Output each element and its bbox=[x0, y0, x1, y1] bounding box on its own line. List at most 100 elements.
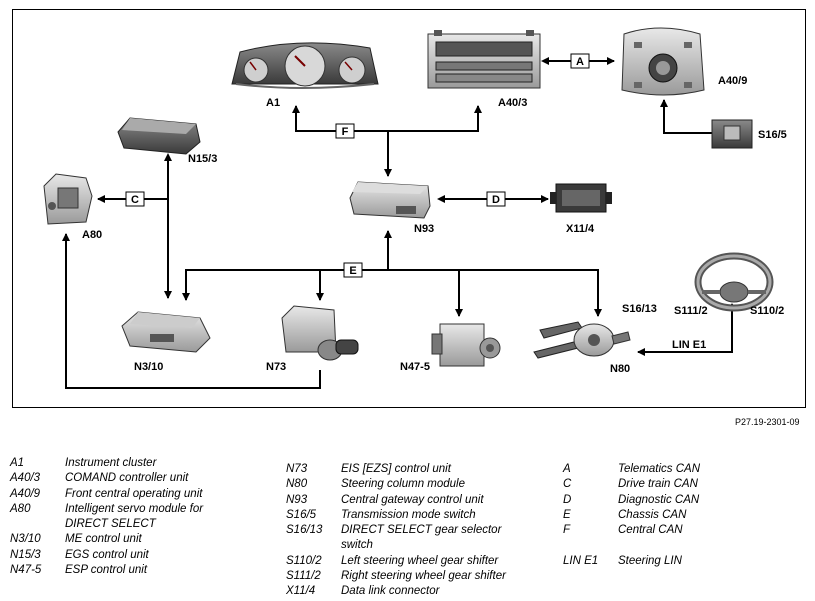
legend-description bbox=[618, 538, 738, 553]
bus-a-label: A bbox=[576, 56, 584, 68]
legend-row: DIRECT SELECT bbox=[10, 517, 270, 532]
legend-description: ME control unit bbox=[65, 533, 142, 546]
legend-row: N73 EIS [EZS] control unit bbox=[286, 462, 556, 477]
central-gateway-icon bbox=[349, 181, 431, 219]
legend-description: EGS control unit bbox=[65, 548, 149, 561]
legend-row: switch bbox=[286, 538, 556, 553]
legend-description: Transmission mode switch bbox=[341, 508, 476, 521]
legend-description: EIS [EZS] control unit bbox=[341, 463, 451, 475]
legend-code bbox=[286, 538, 341, 553]
egs-control-unit-icon bbox=[117, 117, 201, 155]
legend-code: LIN E1 bbox=[563, 554, 599, 567]
legend-description: Steering column module bbox=[341, 478, 466, 491]
s16-5-label: S16/5 bbox=[758, 129, 787, 141]
legend-row: S16/5 Transmission mode switch bbox=[286, 508, 556, 523]
legend-description: Drive train CAN bbox=[618, 478, 698, 491]
legend-code: A1 bbox=[10, 457, 25, 469]
legend-code: C bbox=[563, 478, 572, 491]
legend-code: S110/2 bbox=[286, 554, 322, 567]
legend-row: F Central CAN bbox=[563, 523, 763, 538]
a80-label: A80 bbox=[82, 229, 102, 241]
s16-5-link bbox=[663, 106, 712, 134]
bus-c-label: C bbox=[131, 194, 139, 206]
legend-description: switch bbox=[341, 539, 373, 552]
steering-wheel-icon bbox=[694, 252, 774, 312]
legend-code: N80 bbox=[286, 478, 308, 491]
bus-d-label: D bbox=[492, 194, 500, 206]
legend-description: Left steering wheel gear shifter bbox=[341, 554, 499, 567]
legend-description: Instrument cluster bbox=[65, 457, 157, 469]
me-control-unit-icon bbox=[121, 311, 211, 353]
legend-description: ESP control unit bbox=[65, 564, 148, 577]
lin-e1-line bbox=[646, 316, 733, 353]
legend-row: A1 Instrument cluster bbox=[10, 456, 270, 471]
legend-description: DIRECT SELECT gear selector bbox=[341, 524, 502, 537]
legend-row: N93 Central gateway control unit bbox=[286, 493, 556, 508]
legend-code: S16/13 bbox=[286, 524, 323, 537]
legend-code: N15/3 bbox=[10, 548, 41, 561]
n15-3-label: N15/3 bbox=[188, 153, 217, 165]
n73-label: N73 bbox=[266, 361, 286, 373]
legend-code: N93 bbox=[286, 493, 308, 506]
s16-13-label: S16/13 bbox=[622, 303, 657, 315]
legend-row: A40/3 COMAND controller unit bbox=[10, 471, 270, 486]
n80-label: N80 bbox=[610, 363, 630, 375]
a40-9-label: A40/9 bbox=[718, 75, 747, 87]
bus-lin-e1-label: LIN E1 bbox=[672, 339, 706, 351]
legend-row: LIN E1 Steering LIN bbox=[563, 554, 763, 569]
instrument-cluster-icon bbox=[231, 42, 379, 89]
legend-code: S111/2 bbox=[286, 570, 321, 583]
bus-f-label: F bbox=[342, 126, 349, 138]
legend-code: A40/9 bbox=[10, 487, 41, 500]
esp-control-unit-icon bbox=[431, 323, 501, 367]
legend-code bbox=[10, 517, 65, 532]
legend-row: S111/2 Right steering wheel gear shifter bbox=[286, 569, 556, 584]
bus-labels: A F D C E LIN E1 bbox=[125, 53, 706, 351]
legend-row: E Chassis CAN bbox=[563, 508, 763, 523]
eis-control-unit-icon bbox=[281, 305, 359, 361]
legend-code: S16/5 bbox=[286, 508, 317, 521]
legend-code: N3/10 bbox=[10, 533, 41, 546]
legend-code: A bbox=[563, 463, 571, 475]
legend-code: D bbox=[563, 493, 572, 506]
data-link-connector-icon bbox=[550, 183, 612, 213]
legend-description: Front central operating unit bbox=[65, 487, 203, 500]
legend-row: C Drive train CAN bbox=[563, 477, 763, 492]
n93-label: N93 bbox=[414, 223, 434, 235]
comand-controller-icon bbox=[427, 30, 541, 89]
bus-f-line bbox=[295, 112, 479, 132]
legend-description: Chassis CAN bbox=[618, 508, 687, 521]
legend-code: A80 bbox=[10, 502, 31, 515]
legend-code: A40/3 bbox=[10, 472, 41, 485]
legend-description: Central CAN bbox=[618, 524, 683, 537]
n47-5-label: N47-5 bbox=[400, 361, 430, 373]
n73-to-a80-line bbox=[65, 240, 321, 389]
legend-row: S110/2 Left steering wheel gear shifter bbox=[286, 554, 556, 569]
legend-description: Steering LIN bbox=[618, 554, 682, 567]
legend-row: S16/13 DIRECT SELECT gear selector bbox=[286, 523, 556, 538]
legend-code: E bbox=[563, 508, 571, 521]
figure-reference: P27.19-2301-09 bbox=[735, 417, 800, 427]
legend-row: N15/3 EGS control unit bbox=[10, 548, 270, 563]
a1-label: A1 bbox=[266, 97, 280, 109]
steering-column-module-icon bbox=[533, 321, 631, 359]
bus-e-label: E bbox=[349, 265, 356, 277]
legend-description: COMAND controller unit bbox=[65, 472, 189, 485]
front-operating-unit-icon bbox=[621, 27, 705, 96]
legend-code: F bbox=[563, 524, 571, 537]
n3-10-label: N3/10 bbox=[134, 361, 163, 373]
legend-description: Data link connector bbox=[341, 585, 440, 598]
diagram-frame bbox=[12, 9, 806, 408]
legend-row: A80 Intelligent servo module for bbox=[10, 502, 270, 517]
legend-row bbox=[563, 538, 763, 553]
legend-description: Intelligent servo module for bbox=[65, 502, 204, 515]
legend-description: Right steering wheel gear shifter bbox=[341, 570, 506, 583]
legend-description: Central gateway control unit bbox=[341, 493, 484, 506]
legend-code: N73 bbox=[286, 463, 308, 475]
